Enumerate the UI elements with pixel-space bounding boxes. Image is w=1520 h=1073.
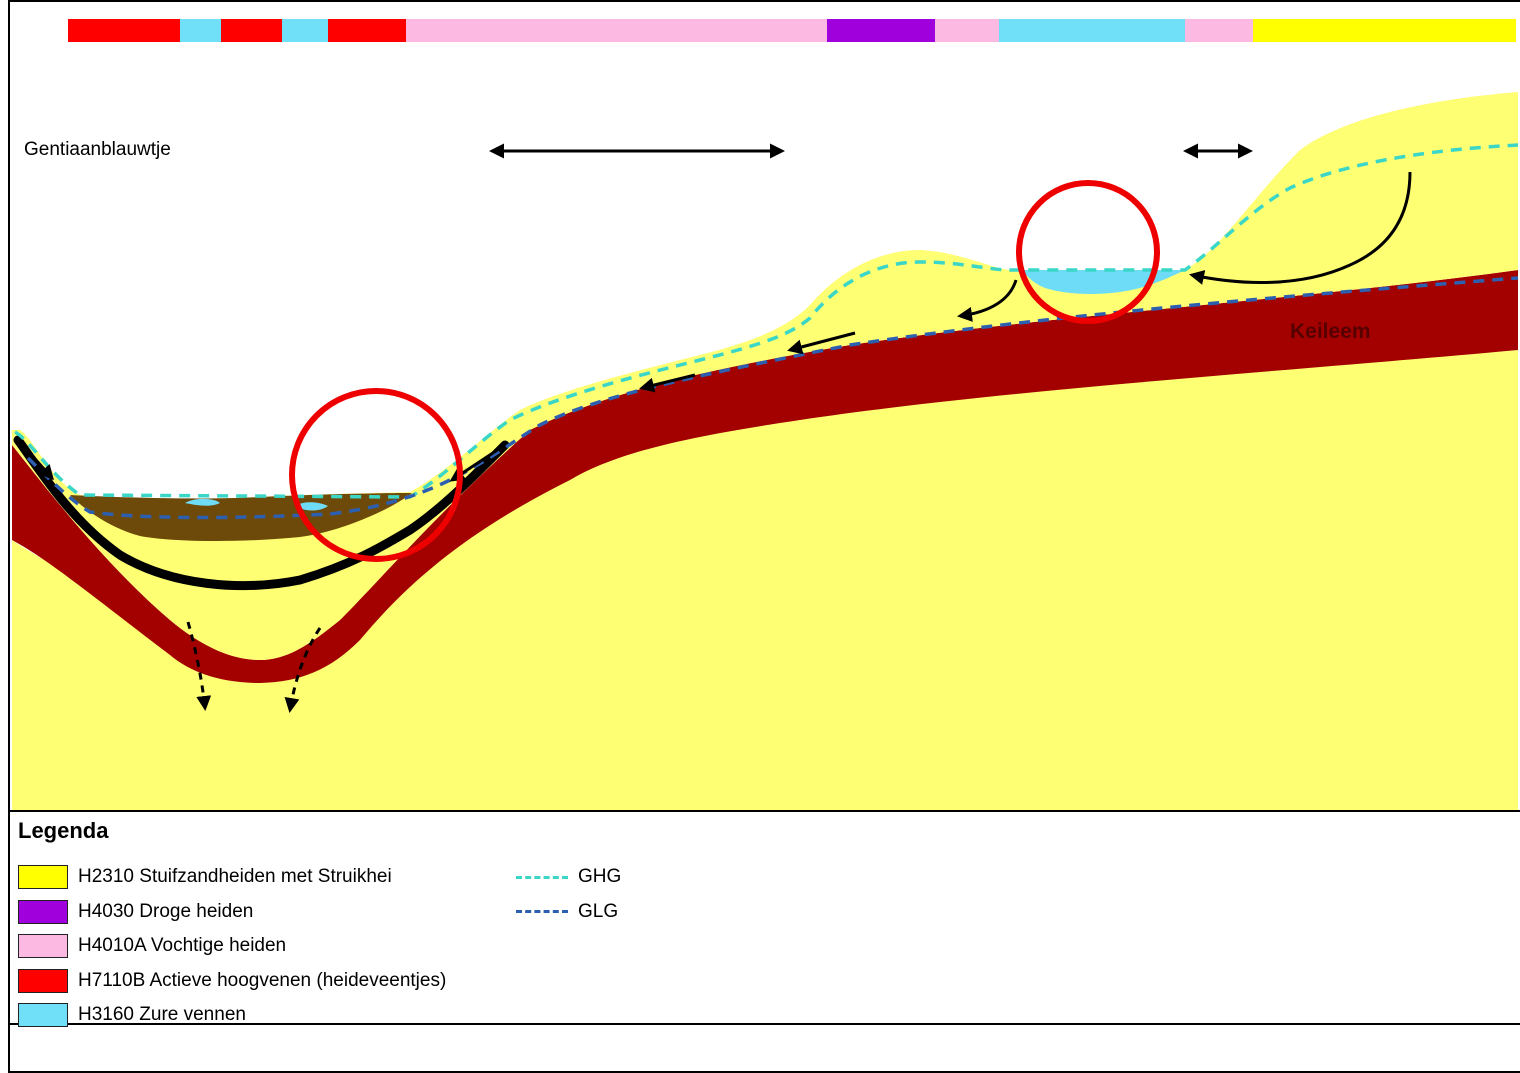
legend-item-label: H4030 Droge heiden [78,900,254,922]
habitat-bar-segment [1185,19,1253,42]
legend-line-item: GHG [516,860,621,895]
habitat-bar-segment [406,19,827,42]
legend-line-item: GLG [516,895,621,930]
legend-lines: GHG GLG [516,860,621,929]
legend-item-label: H3160 Zure vennen [78,1004,246,1026]
legend-line-sample [516,910,568,914]
impermeable-layer-line [13,435,510,591]
legend: Legenda H2310 Stuifzandheiden met Struik… [10,810,1520,1028]
legend-swatch [18,968,68,993]
highlight-circle-pond [1016,180,1160,324]
legend-line-label: GHG [578,866,622,888]
habitat-bar-segment [827,19,935,42]
legend-swatch [18,865,68,890]
habitat-bar-segment [1253,19,1516,42]
leakage-arrow [186,621,212,711]
keileem-layer [12,270,1518,683]
habitat-bar-segment [68,19,180,42]
leakage-arrow [284,627,322,713]
legend-line-sample [516,875,568,879]
legend-item: H2310 Stuifzandheiden met Struikhei [18,860,446,895]
leakage-arrows [186,621,322,713]
pond-water [1022,270,1185,294]
habitat-bar [68,19,1516,42]
habitat-bar-segment [935,19,999,42]
legend-swatch [18,899,68,924]
legend-item: H3160 Zure vennen [18,998,446,1033]
legend-line-label: GLG [578,900,619,922]
legend-habitats: H2310 Stuifzandheiden met Struikhei H403… [18,860,446,1033]
terrain-sand [12,92,1518,660]
flow-arrows [18,171,1412,482]
legend-item: H4030 Droge heiden [18,895,446,930]
habitat-bar-segment [221,19,282,42]
figure-frame [8,0,1520,1073]
glg-line [26,276,1519,520]
legend-swatch [18,934,68,959]
flow-arrow [639,373,696,393]
legend-swatch [18,1003,68,1028]
legend-item-label: H4010A Vochtige heiden [78,935,287,957]
habitat-bar-segment [282,19,328,42]
ghg-line [14,143,1519,499]
keileem-label: Keileem [1290,320,1371,343]
flow-arrow [18,441,54,481]
habitat-bar-segment [180,19,221,42]
legend-item: H4010A Vochtige heiden [18,929,446,964]
flow-arrow [1189,171,1412,285]
habitat-bar-segment [999,19,1185,42]
cross-section-diagram [12,19,1519,810]
flow-arrow [957,279,1018,322]
habitat-bar-segment [328,19,406,42]
species-label: Gentiaanblauwtje [24,139,171,160]
flow-arrow [787,331,856,355]
legend-item: H7110B Actieve hoogvenen (heideveentjes) [18,964,446,999]
legend-title: Legenda [18,818,109,843]
sand-body [12,350,1518,810]
legend-item-label: H2310 Stuifzandheiden met Struikhei [78,866,392,888]
highlight-circle-fen-edge [289,388,463,562]
legend-item-label: H7110B Actieve hoogvenen (heideveentjes) [78,969,447,991]
